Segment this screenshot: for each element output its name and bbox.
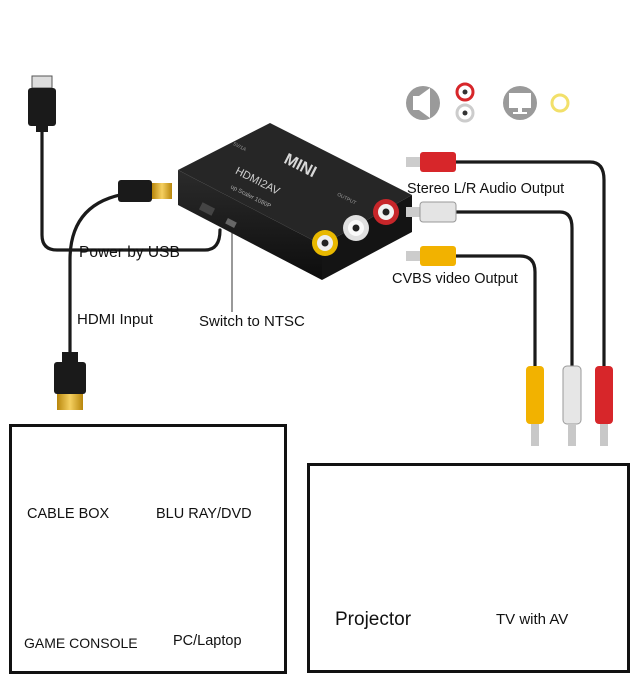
- video-output-label: CVBS video Output: [392, 271, 518, 287]
- ntsc-switch[interactable]: [225, 218, 237, 228]
- rca-plug-white-top: [406, 201, 457, 223]
- cable-box-label: CABLE BOX: [27, 506, 110, 522]
- video-jack-icon: [550, 93, 570, 113]
- audio-output-label: Stereo L/R Audio Output: [407, 181, 565, 197]
- rca-jack-white: [343, 215, 369, 241]
- sources-panel: [9, 424, 287, 674]
- usb-cable: [40, 128, 222, 252]
- audio-jack-icons: [455, 82, 475, 123]
- yellow-rca-cable: [453, 254, 537, 370]
- usb-port: [198, 202, 216, 216]
- switch-ntsc-label: Switch to NTSC: [199, 313, 305, 330]
- rca-plug-yellow-top: [406, 246, 456, 266]
- power-usb-label: Power by USB: [79, 244, 180, 261]
- hdmi-plug-icon: [54, 352, 86, 410]
- hdmi-input-label: HDMI Input: [77, 311, 153, 328]
- projector-label: Projector: [335, 609, 412, 630]
- rca-plug-red-top: [406, 152, 456, 172]
- rca-jack-red: [373, 199, 399, 225]
- white-rca-cable: [453, 210, 574, 370]
- pc-laptop-label: PC/Laptop: [173, 633, 242, 649]
- hdmi-plug-top: [118, 180, 172, 202]
- red-rca-cable: [453, 160, 606, 370]
- game-console-label: GAME CONSOLE: [24, 635, 138, 651]
- rca-jack-yellow: [312, 230, 338, 256]
- outputs-panel: [307, 463, 630, 673]
- monitor-icon: [503, 86, 537, 120]
- device-port-power: 5V/1A: [232, 141, 247, 153]
- converter-device: MINI HDMI2AV up Scaler 1080P 5V/1A OUTPU…: [178, 123, 412, 280]
- tv-label: TV with AV: [496, 611, 569, 628]
- blu-ray-label: BLU RAY/DVD: [156, 506, 252, 522]
- speaker-icon: [406, 86, 440, 120]
- hdmi-cable: [68, 190, 152, 357]
- usb-plug-icon: [28, 75, 56, 132]
- rca-plug-icon: [526, 365, 613, 446]
